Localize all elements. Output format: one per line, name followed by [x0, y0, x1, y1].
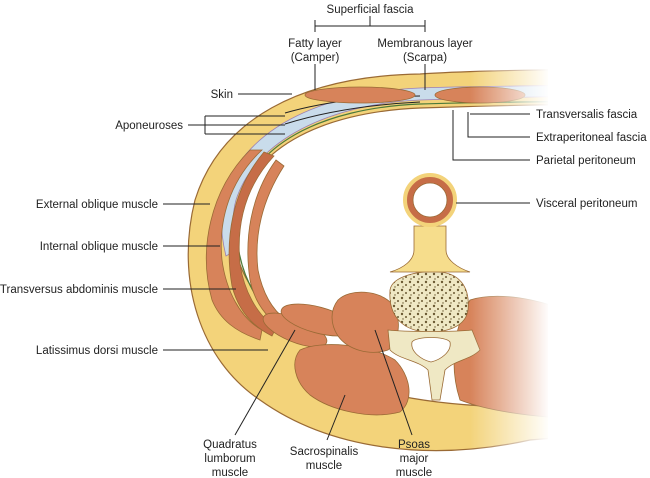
label-parietal-peritoneum: Parietal peritoneum: [536, 155, 636, 167]
vertebra: [387, 271, 481, 401]
label-extraperitoneal-fascia: Extraperitoneal fascia: [536, 132, 647, 144]
internal-oblique-shape: [228, 151, 277, 337]
label-skin: Skin: [211, 89, 233, 101]
label-fatty-layer-camper: (Camper): [291, 52, 340, 64]
right-edge-fade: [470, 60, 550, 478]
label-superficial-fascia: Superficial fascia: [327, 4, 415, 16]
leader-lines: [163, 16, 530, 441]
rectus-muscle-left: [304, 86, 416, 104]
label-psoas-3: muscle: [396, 467, 432, 478]
labels: Superficial fascia Fatty layer (Camper) …: [0, 4, 647, 478]
label-transversalis-fascia: Transversalis fascia: [536, 109, 638, 121]
vertebral-arch: [387, 329, 481, 401]
label-aponeuroses: Aponeuroses: [115, 120, 183, 132]
label-membranous-layer-scarpa: (Scarpa): [403, 52, 447, 64]
label-sacrospinalis-2: muscle: [306, 460, 342, 472]
right-edge-blank: [548, 60, 650, 478]
mesentery: [389, 225, 471, 273]
label-latissimus-dorsi: Latissimus dorsi muscle: [36, 345, 158, 357]
label-quadratus-3: muscle: [212, 467, 248, 478]
label-visceral-peritoneum: Visceral peritoneum: [536, 198, 637, 210]
label-sacrospinalis-1: Sacrospinalis: [290, 446, 359, 458]
external-oblique-shape: [206, 149, 264, 341]
label-membranous-layer: Membranous layer: [377, 38, 472, 50]
intestine-lumen: [412, 182, 448, 218]
label-psoas-1: Psoas: [398, 439, 430, 451]
label-internal-oblique: Internal oblique muscle: [40, 241, 158, 253]
label-quadratus-1: Quadratus: [203, 439, 257, 451]
label-quadratus-2: lumborum: [204, 453, 255, 465]
vertebral-body: [389, 271, 469, 333]
label-external-oblique: External oblique muscle: [36, 199, 158, 211]
label-psoas-2: major: [400, 453, 429, 465]
vertebral-foramen: [411, 337, 451, 363]
psoas-shape: [331, 291, 399, 353]
label-transversus-abdominis: Transversus abdominis muscle: [0, 284, 158, 296]
label-fatty-layer: Fatty layer: [288, 38, 342, 50]
